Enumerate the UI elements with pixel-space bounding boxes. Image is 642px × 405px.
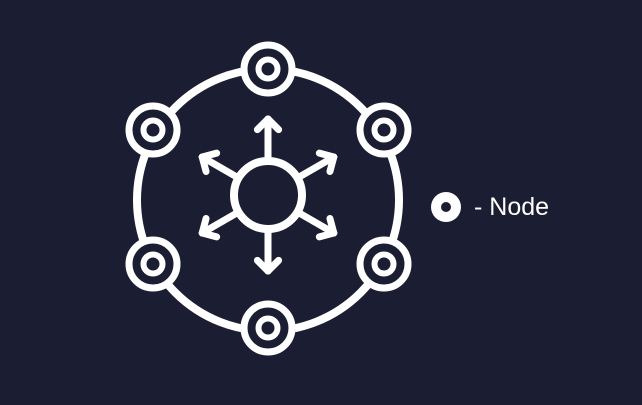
arrow-5 — [198, 210, 239, 241]
node-2 — [356, 102, 412, 158]
node-6 — [125, 102, 181, 158]
node-3 — [356, 236, 412, 292]
arrow-2 — [297, 149, 338, 180]
nodes-group — [125, 41, 412, 356]
hub-circle-icon — [230, 157, 306, 233]
legend-label: - Node — [474, 192, 550, 221]
node-1 — [240, 41, 296, 97]
node-5 — [125, 236, 181, 292]
outer-ring — [133, 65, 403, 335]
arrow-1 — [253, 115, 283, 161]
arrow-4 — [253, 229, 283, 275]
legend: - Node — [428, 186, 549, 228]
node-4 — [240, 300, 296, 356]
arrow-3 — [297, 210, 338, 241]
arrow-6 — [198, 149, 239, 180]
arrows-group — [198, 115, 338, 275]
node-icon — [431, 192, 461, 222]
